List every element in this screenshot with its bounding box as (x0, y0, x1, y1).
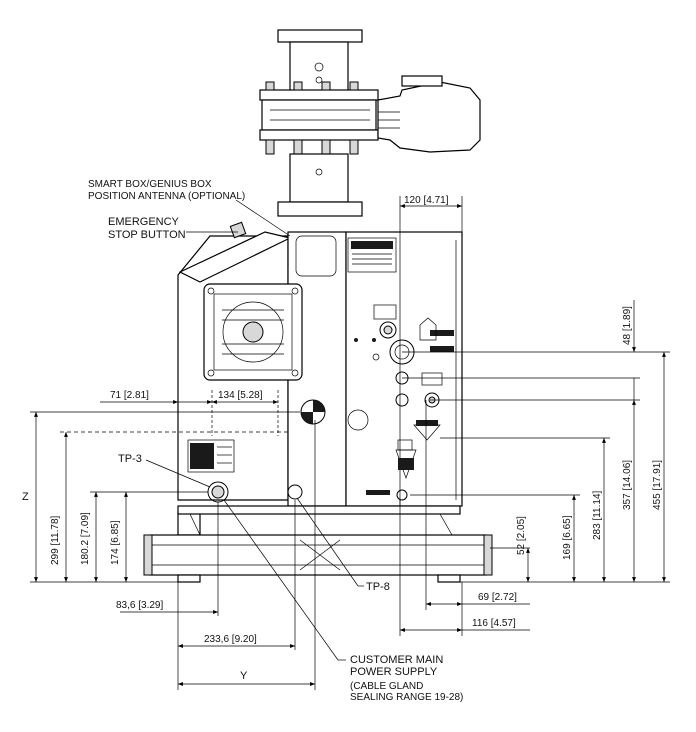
dim-116: 116 [4.57] (472, 618, 516, 629)
dim-180: 180.2 [7.09] (80, 512, 91, 565)
dim-174: 174 [6.85] (110, 520, 121, 565)
power-supply-label: CUSTOMER MAIN (350, 654, 443, 666)
power-supply-label-2: POWER SUPPLY (350, 666, 438, 678)
dim-83: 83,6 [3.29] (116, 600, 163, 611)
base-frame (143, 505, 493, 583)
dim-169: 169 [6.65] (562, 515, 573, 560)
dim-48: 48 [1.89] (622, 306, 633, 345)
estop-label-2: STOP BUTTON (108, 229, 186, 241)
dim-69: 69 [2.72] (478, 592, 517, 603)
estop-label: EMERGENCY (108, 216, 180, 228)
dim-455: 455 [17.91] (652, 460, 663, 510)
dim-299: 299 [11.78] (50, 515, 61, 565)
cable-gland-label: (CABLE GLAND (350, 681, 423, 692)
inlet-pipe-assembly (259, 29, 481, 217)
smart-box-label-2: POSITION ANTENNA (OPTIONAL) (88, 191, 245, 202)
dim-283: 283 [11.14] (592, 490, 603, 540)
cable-gland-label-2: SEALING RANGE 19-28) (350, 692, 463, 703)
tp8-label: TP-8 (366, 581, 390, 593)
dim-71: 71 [2.81] (110, 390, 149, 401)
dim-y: Y (240, 670, 248, 682)
dim-120: 120 [4.71] (404, 195, 449, 206)
dim-233: 233,6 [9.20] (204, 634, 257, 645)
callouts: SMART BOX/GENIUS BOX POSITION ANTENNA (O… (88, 179, 463, 703)
pump-body (177, 221, 463, 507)
dim-z: Z (22, 491, 29, 503)
dimension-lines: 120 [4.71] 71 [2.81] 134 [5.28] Z 299 [1… (22, 195, 670, 690)
smart-box-label: SMART BOX/GENIUS BOX (88, 179, 212, 190)
dim-357: 357 [14.06] (622, 460, 633, 510)
dim-134: 134 [5.28] (218, 390, 263, 401)
dim-52: 52 [2.05] (516, 516, 527, 555)
tp3-label: TP-3 (118, 453, 142, 465)
